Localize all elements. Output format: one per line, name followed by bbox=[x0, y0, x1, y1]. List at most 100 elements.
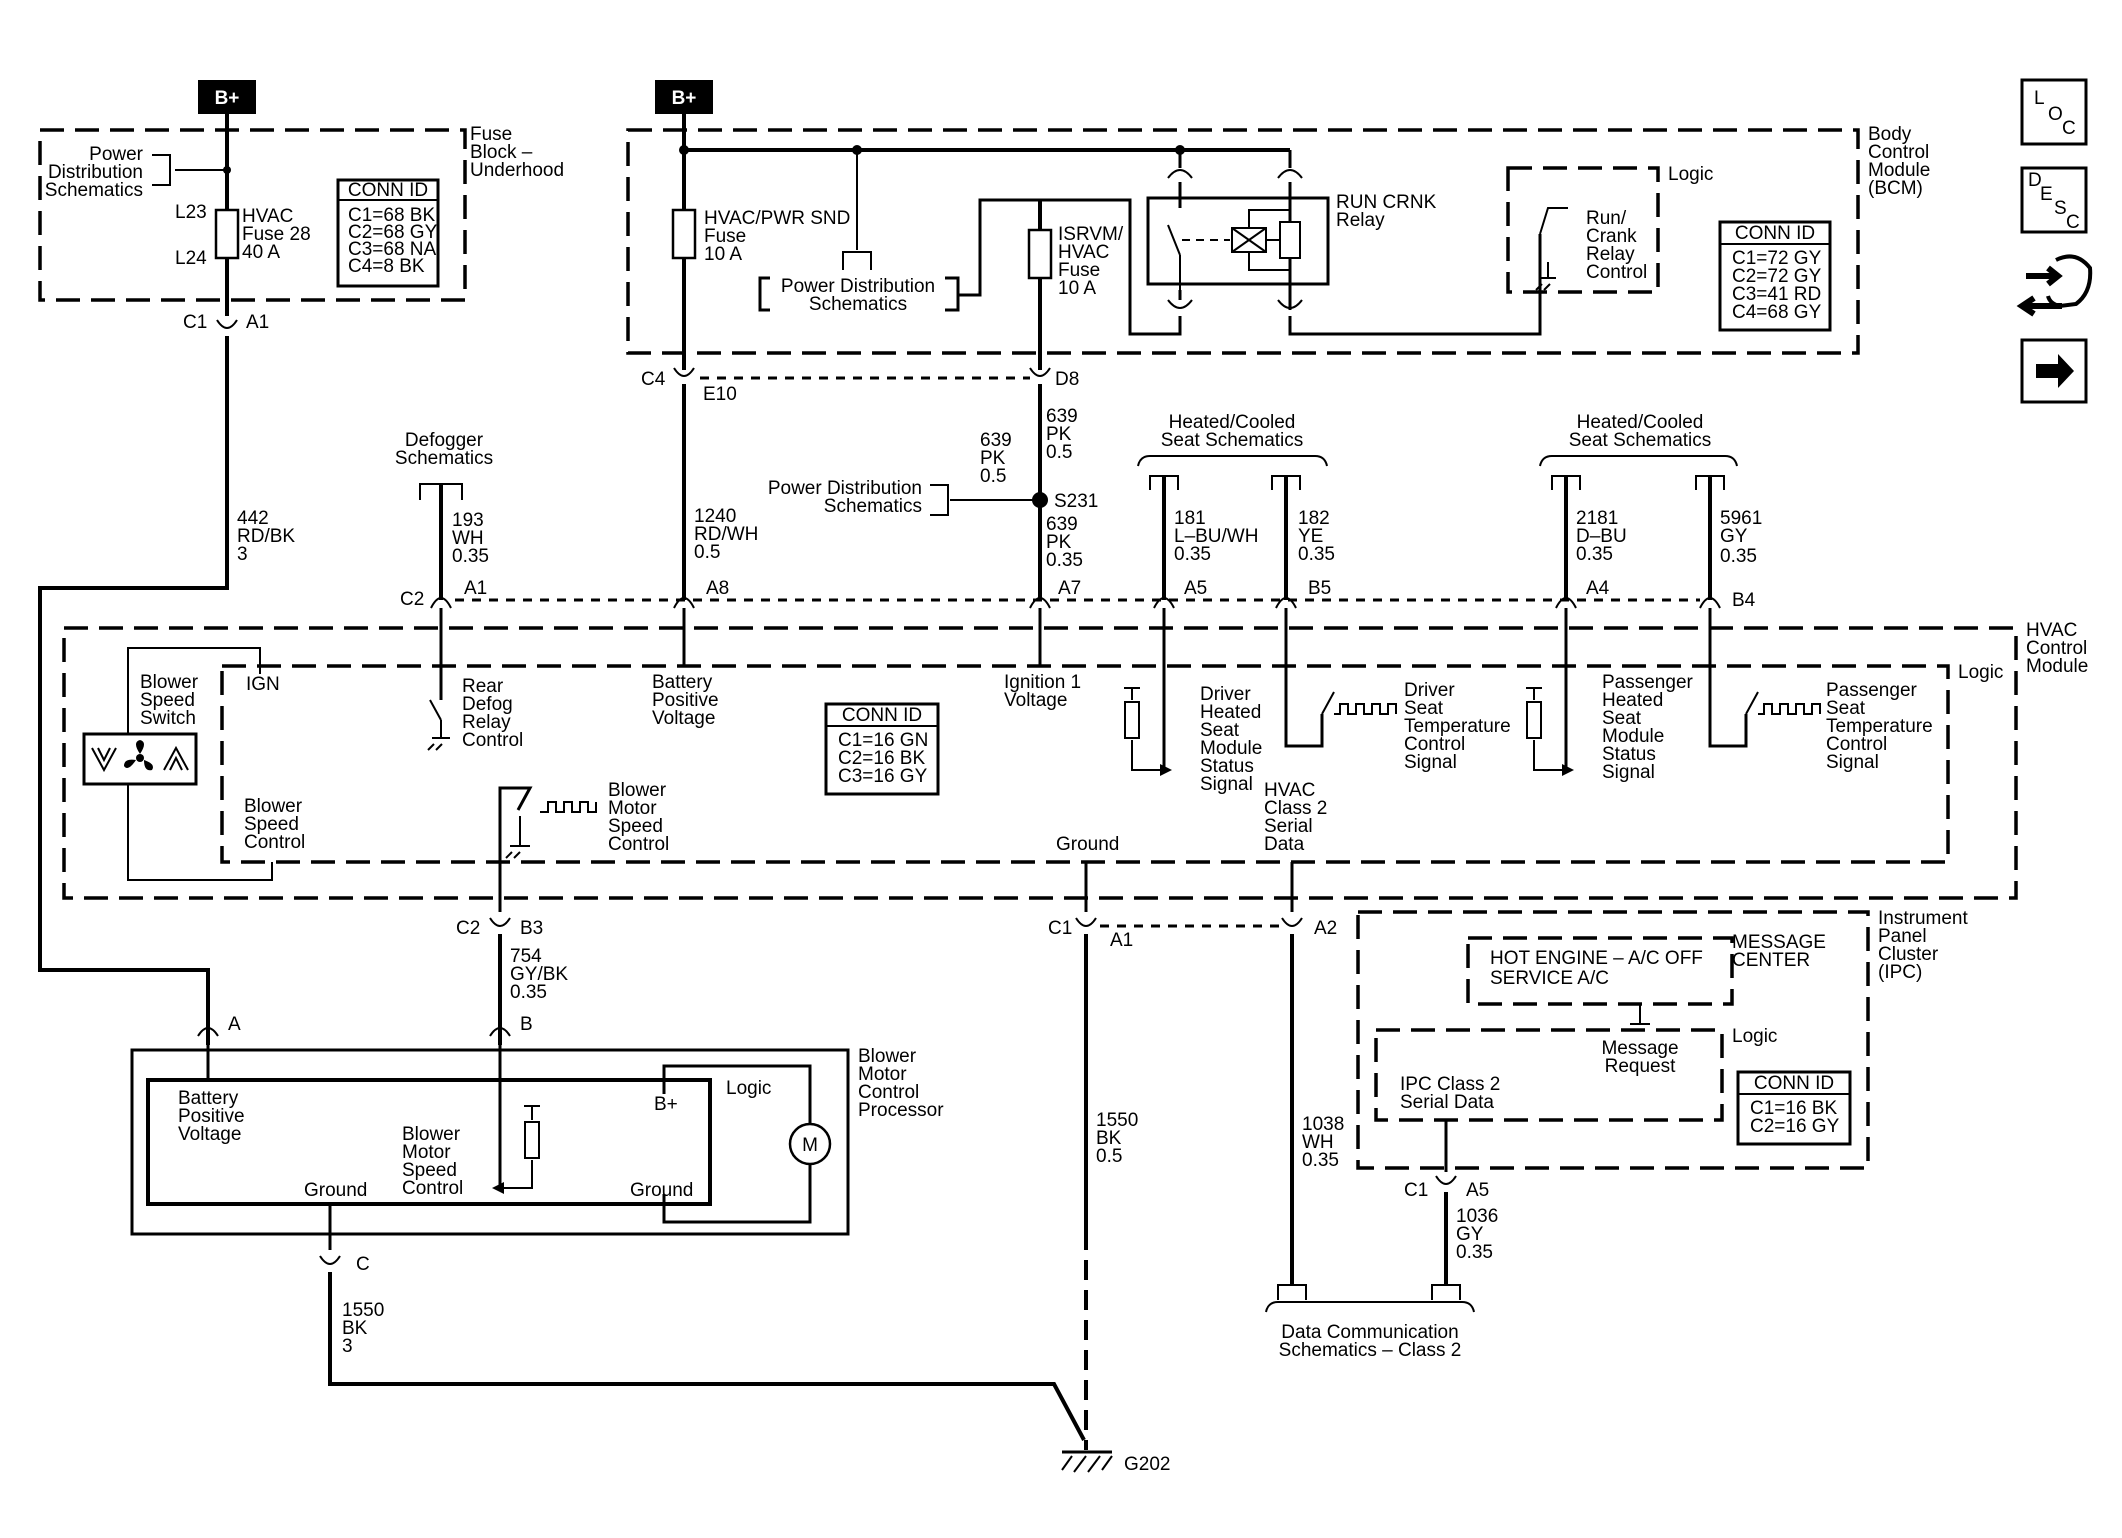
diagram-label: Switch bbox=[140, 708, 196, 729]
hvac-pwr-snd-fuse-icon bbox=[671, 208, 697, 260]
diagram-label: A7 bbox=[1058, 578, 1081, 599]
diagram-label: C bbox=[356, 1254, 370, 1275]
diagram-label: 639 bbox=[1046, 406, 1078, 427]
diagram-label: Status bbox=[1602, 744, 1656, 765]
diagram-label: Schematics bbox=[809, 294, 907, 315]
diagram-label: 639 bbox=[980, 430, 1012, 451]
diagram-label: Body bbox=[1868, 124, 1912, 145]
diagram-label: Logic bbox=[1732, 1026, 1777, 1047]
diagram-label: 0.35 bbox=[1298, 544, 1335, 565]
diagram-label: Battery bbox=[652, 672, 713, 693]
diagram-label: Signal bbox=[1602, 762, 1655, 783]
diagram-label: C bbox=[2062, 118, 2076, 139]
diagram-label: Module bbox=[1868, 160, 1930, 181]
diagram-label: C1=16 GN bbox=[838, 730, 928, 751]
battery-positive-label: B+ bbox=[215, 88, 240, 109]
diagram-label: (BCM) bbox=[1868, 178, 1923, 199]
diagram-label: 0.5 bbox=[694, 542, 720, 563]
diagram-label: C1 bbox=[183, 312, 207, 333]
diagram-label: L23 bbox=[175, 202, 207, 223]
location-button[interactable]: L O C bbox=[2020, 78, 2088, 146]
diagram-label: B4 bbox=[1732, 590, 1756, 611]
description-button[interactable]: D E S C bbox=[2020, 166, 2088, 234]
diagram-label: 0.35 bbox=[1576, 544, 1613, 565]
diagram-label: Schematics bbox=[824, 496, 922, 517]
diagram-label: MESSAGE bbox=[1732, 932, 1826, 953]
diagram-label: C4=68 GY bbox=[1732, 302, 1822, 323]
diagram-label: HVAC bbox=[1264, 780, 1315, 801]
diagram-label: Signal bbox=[1200, 774, 1253, 795]
ground-g202-icon bbox=[1061, 1450, 1113, 1473]
chevron-down-icon bbox=[91, 747, 117, 773]
fan-icon bbox=[124, 740, 153, 771]
diagram-label: CENTER bbox=[1732, 950, 1810, 971]
diagram-label: Speed bbox=[608, 816, 663, 837]
diagram-label: 3 bbox=[237, 544, 248, 565]
diagram-label: C1 bbox=[1404, 1180, 1428, 1201]
diagram-label: CONN ID bbox=[1735, 223, 1815, 244]
diagram-label: Module bbox=[1602, 726, 1664, 747]
diagram-label: PK bbox=[980, 448, 1006, 469]
diagram-label: Relay bbox=[1336, 210, 1385, 231]
diagram-label: C bbox=[2066, 212, 2080, 233]
diagram-label: Serial bbox=[1264, 816, 1313, 837]
diagram-label: A8 bbox=[706, 578, 729, 599]
next-page-button[interactable] bbox=[2020, 338, 2088, 404]
diagram-label: Blower bbox=[140, 672, 199, 693]
diagram-label: Blower bbox=[608, 780, 667, 801]
diagram-label: WH bbox=[1302, 1132, 1334, 1153]
diagram-label: Run/ bbox=[1586, 208, 1627, 229]
diagram-label: Motor bbox=[402, 1142, 451, 1163]
diagram-label: A1 bbox=[1110, 930, 1133, 951]
diagram-label: Fuse bbox=[470, 124, 512, 145]
diagram-label: 0.35 bbox=[1174, 544, 1211, 565]
diagram-label: 0.35 bbox=[452, 546, 489, 567]
motor-icon bbox=[788, 1122, 832, 1166]
diagram-label: Heated bbox=[1200, 702, 1261, 723]
diagram-label: Battery bbox=[178, 1088, 239, 1109]
diagram-label: Schematics bbox=[45, 180, 143, 201]
diagram-label: C2=16 BK bbox=[838, 748, 925, 769]
diagram-label: C1=68 BK bbox=[348, 205, 435, 226]
diagram-label: C2 bbox=[400, 589, 424, 610]
diagram-label: HVAC bbox=[1058, 242, 1109, 263]
diagram-label: Control bbox=[462, 730, 523, 751]
diagram-label: Fuse 28 bbox=[242, 224, 311, 245]
diagram-label: Panel bbox=[1878, 926, 1927, 947]
diagram-label: Motor bbox=[608, 798, 657, 819]
diagram-label: Motor bbox=[858, 1064, 907, 1085]
isrvm-hvac-fuse-icon bbox=[1027, 228, 1053, 280]
diagram-label: Heated/Cooled bbox=[1577, 412, 1704, 433]
connector-hand-icon bbox=[2016, 254, 2093, 317]
diagram-label: HVAC bbox=[242, 206, 293, 227]
diagram-label: C2 bbox=[456, 918, 480, 939]
diagram-label: Seat bbox=[1404, 698, 1444, 719]
diagram-label: Blower bbox=[244, 796, 303, 817]
diagram-label: 0.35 bbox=[1456, 1242, 1493, 1263]
connector-end-view-button[interactable] bbox=[2016, 254, 2093, 317]
diagram-label: A5 bbox=[1184, 578, 1207, 599]
diagram-label: 10 A bbox=[1058, 278, 1096, 299]
diagram-label: Control bbox=[244, 832, 305, 853]
diagram-label: 40 A bbox=[242, 242, 280, 263]
diagram-label: Data bbox=[1264, 834, 1305, 855]
diagram-label: C1=72 GY bbox=[1732, 248, 1822, 269]
